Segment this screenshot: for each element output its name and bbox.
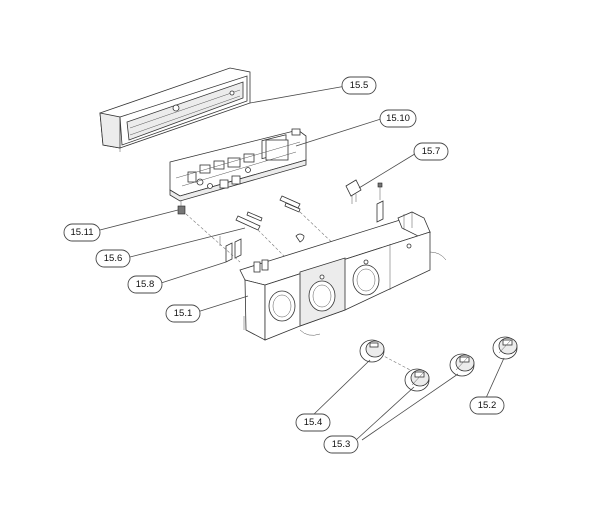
callout-label: 15.10 <box>386 113 410 124</box>
control-pcb-part <box>169 128 307 202</box>
callout-15-11: 15.11 <box>63 223 101 242</box>
leader-lines <box>95 85 505 441</box>
switch-part <box>345 179 384 223</box>
housing-cover-part <box>99 67 251 152</box>
callout-label: 15.2 <box>478 400 497 411</box>
callout-15-1: 15.1 <box>165 304 201 323</box>
callout-label: 15.6 <box>104 253 123 264</box>
callout-15-4: 15.4 <box>295 413 331 432</box>
callout-label: 15.5 <box>350 80 369 91</box>
callout-label: 15.3 <box>332 439 351 450</box>
callout-label: 15.4 <box>304 417 323 428</box>
callout-15-2: 15.2 <box>469 396 505 415</box>
callout-15-5: 15.5 <box>341 76 377 95</box>
callout-label: 15.1 <box>174 308 193 319</box>
callout-15-3: 15.3 <box>323 435 359 454</box>
callout-15-7: 15.7 <box>413 142 449 161</box>
terminal-part <box>177 200 186 215</box>
callout-label: 15.8 <box>136 279 155 290</box>
knob-15-3b-part <box>449 353 475 377</box>
callout-15-8: 15.8 <box>127 275 163 294</box>
front-panel-part <box>239 211 447 341</box>
callout-label: 15.11 <box>70 227 93 238</box>
callout-15-10: 15.10 <box>379 109 417 128</box>
knob-15-3a-part <box>404 368 430 392</box>
callout-15-6: 15.6 <box>95 249 131 268</box>
callout-label: 15.7 <box>422 146 441 157</box>
fuse-part <box>235 195 301 231</box>
knob-15-4-part <box>359 339 385 363</box>
knob-15-2-part <box>492 336 518 360</box>
